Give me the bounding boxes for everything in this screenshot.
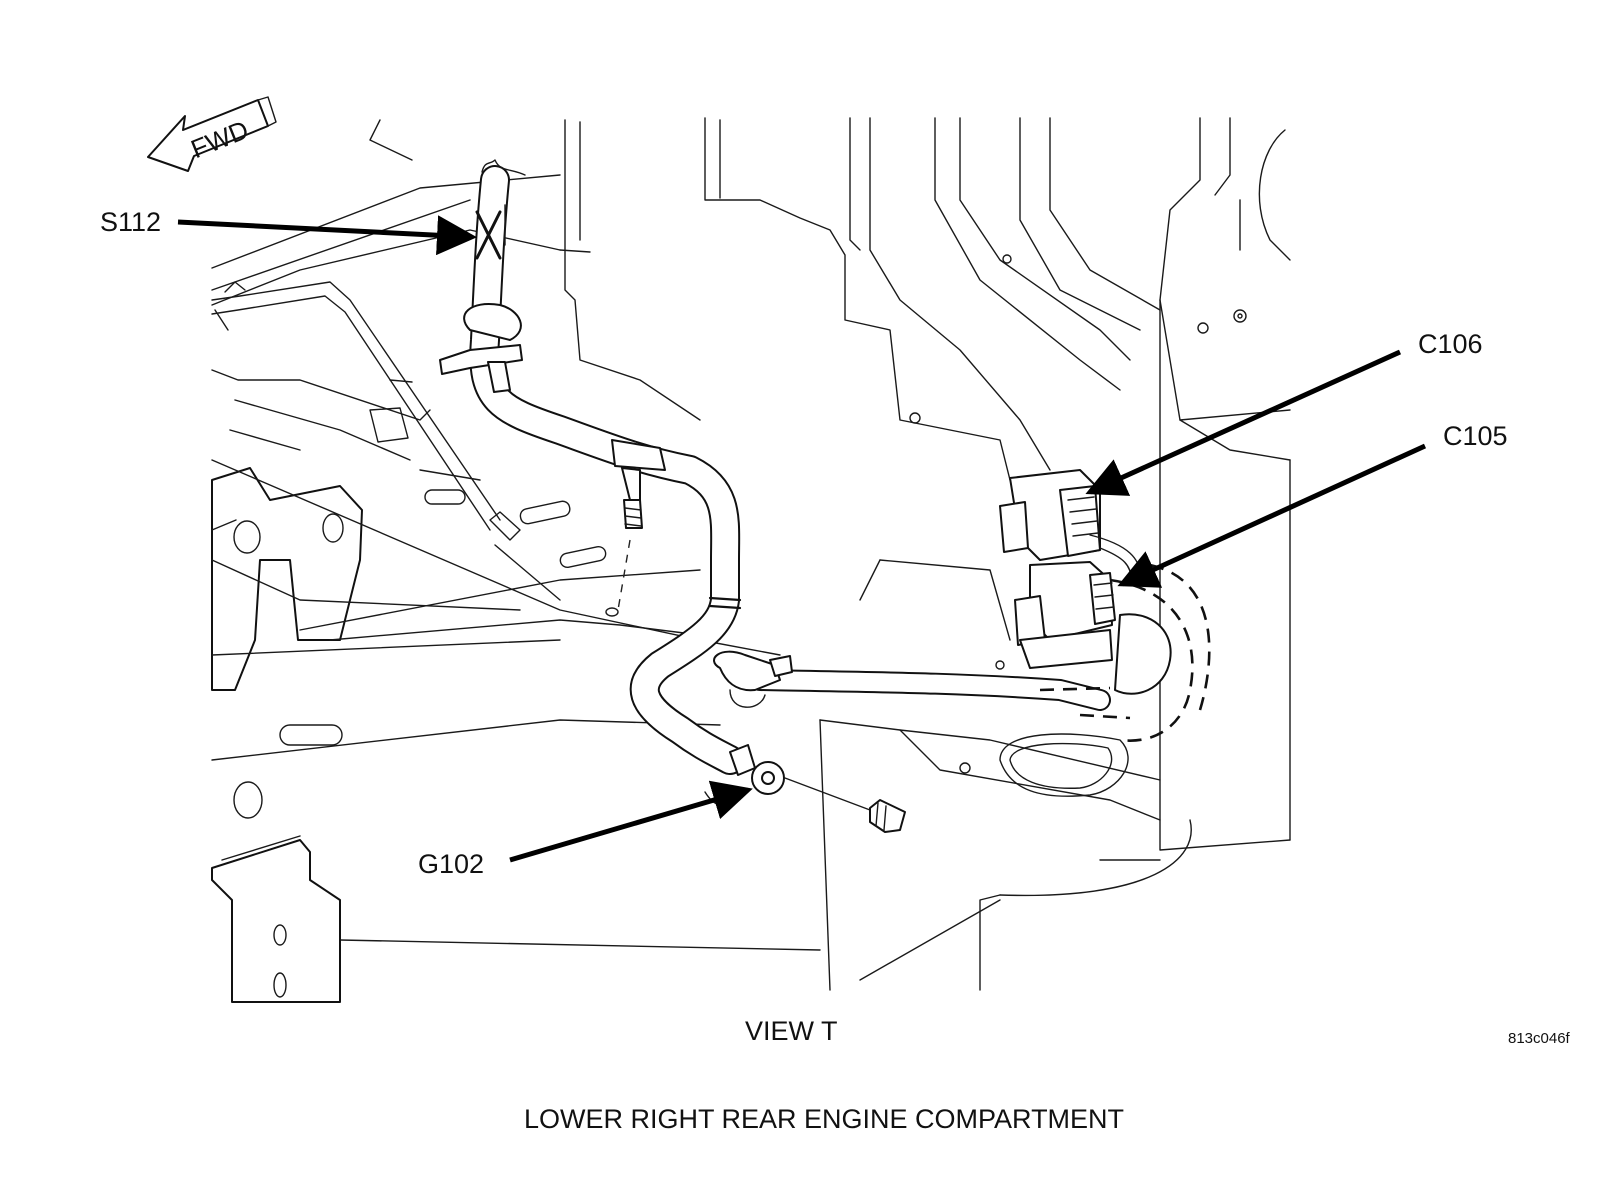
callout-label-s112: S112 xyxy=(100,207,161,237)
view-label: VIEW T xyxy=(745,1016,838,1046)
callout-label-c105: C105 xyxy=(1443,421,1508,451)
callout-label-c106: C106 xyxy=(1418,329,1483,359)
callout-c106: C106 xyxy=(1085,329,1483,496)
callout-g102: G102 xyxy=(418,780,753,879)
engine-compartment-structure xyxy=(211,117,1291,1003)
forward-direction-indicator: FWD xyxy=(147,96,277,172)
callout-c105: C105 xyxy=(1117,421,1508,588)
connector-block xyxy=(999,469,1172,695)
callout-label-g102: G102 xyxy=(418,849,484,879)
diagram-caption: LOWER RIGHT REAR ENGINE COMPARTMENT xyxy=(524,1104,1124,1134)
callout-s112: S112 xyxy=(100,207,502,260)
figure-code: 813c046f xyxy=(1508,1030,1571,1047)
wire-harness xyxy=(439,159,1211,833)
